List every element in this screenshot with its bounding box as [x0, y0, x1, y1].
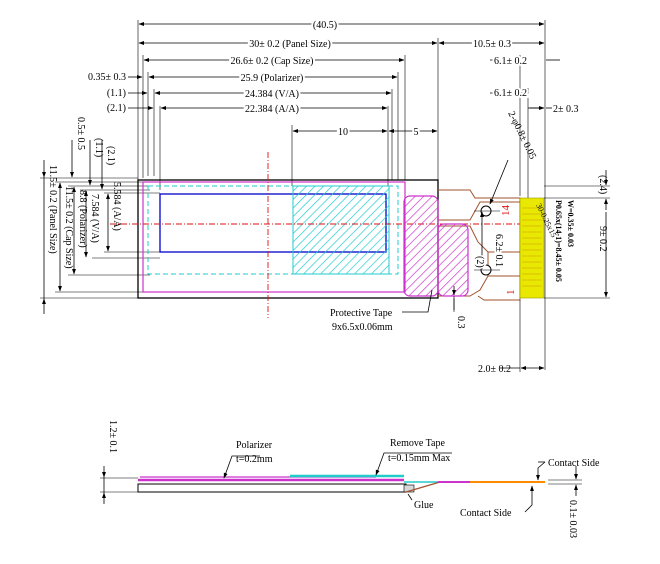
pin-1-label: 1 [505, 290, 517, 296]
dim-width-rotated: W=0.35± 0.03 [566, 200, 575, 247]
dim-panel-size: 30± 0.2 (Panel Size) [249, 39, 331, 50]
dim-fpc-width-right: 6.1± 0.2 [494, 56, 527, 67]
dim-right-24: (2.4) [597, 175, 608, 194]
dim-va-offset: (1.1) [107, 88, 126, 99]
dim-aa-height: 5.584 (A/A) [111, 182, 122, 231]
dim-contact-thickness: 0.1± 0.03 [567, 500, 578, 538]
dim-bottom-03: 0.3 [455, 316, 466, 329]
dim-pitch-10: 10 [338, 127, 348, 138]
dim-right-height: 9± 0.2 [597, 226, 608, 252]
remove-tape-thickness: t=0.15mm Max [388, 453, 450, 464]
dim-cap-height: 11.5± 0.2 (Cap Size) [63, 186, 74, 269]
dim-pitch-5: 5 [414, 127, 419, 138]
dim-hole-spacing: 6.2± 0.1 [493, 234, 504, 267]
protective-tape-callout: Protective Tape 9x6.5x0.06mm [330, 289, 433, 333]
protective-tape-label: Protective Tape [330, 308, 393, 319]
dim-side-thickness: 1.2± 0.1 [107, 420, 118, 453]
contact-side-bottom: Contact Side [460, 508, 512, 519]
dim-aa-width: 22.384 (A/A) [245, 104, 299, 115]
dim-top-11: (1.1) [93, 138, 104, 157]
dim-aa-offset: (2.1) [107, 103, 126, 114]
dim-pol-height: 8.8 (Polarizer) [77, 190, 88, 248]
fpc-area: 14 1 [403, 189, 545, 301]
dim-fpc-width-right2: 6.1± 0.2 [494, 88, 527, 99]
dim-overall-width: (40.5) [313, 20, 337, 31]
dim-polarizer: 25.9 (Polarizer) [241, 73, 304, 84]
left-dimensions: 11.5± 0.2 (Panel Size) 11.5± 0.2 (Cap Si… [40, 117, 160, 314]
dim-panel-height: 11.5± 0.2 (Panel Size) [47, 165, 58, 254]
dim-hole-gap: (2) [474, 256, 485, 268]
remove-tape-label: Remove Tape [390, 438, 445, 449]
dim-top-21: (2.1) [105, 146, 116, 165]
dim-cap-offset: 0.35± 0.3 [88, 72, 126, 83]
dim-pitch-rotated: P0.65x(14-1)=8.45± 0.05 [554, 200, 563, 282]
dim-stiffener-width: 2± 0.3 [553, 104, 579, 115]
dim-hole-dia: 2-φ0.8± 0.05 [505, 109, 538, 161]
contact-side-right: Contact Side [548, 458, 600, 469]
protective-tape-size: 9x6.5x0.06mm [332, 322, 393, 333]
dim-cap-size: 26.6± 0.2 (Cap Size) [231, 56, 314, 67]
dim-fpc-length: 10.5± 0.3 [473, 39, 511, 50]
right-dimensions: 2-φ0.8± 0.05 6.2± 0.1 (2) (2.4) 9± 0.2 P… [452, 109, 610, 375]
glue-label: Glue [414, 500, 434, 511]
top-dimensions: (40.5) 30± 0.2 (Panel Size) 10.5± 0.3 26… [88, 18, 579, 370]
dim-va-width: 24.384 (V/A) [245, 89, 299, 100]
polarizer-label: Polarizer [236, 440, 273, 451]
pin-14-label: 14 [500, 205, 512, 217]
dim-fpc-bottom-width: 2.0± 0.2 [478, 364, 511, 375]
dim-va-height: 7.584 (V/A) [89, 194, 100, 243]
side-view: 1.2± 0.1 Polarizer t=0.2mm Remove Tape t… [100, 420, 600, 538]
polarizer-thickness: t=0.2mm [236, 454, 273, 465]
dim-top-05: 0.5± 0.5 [75, 117, 86, 150]
